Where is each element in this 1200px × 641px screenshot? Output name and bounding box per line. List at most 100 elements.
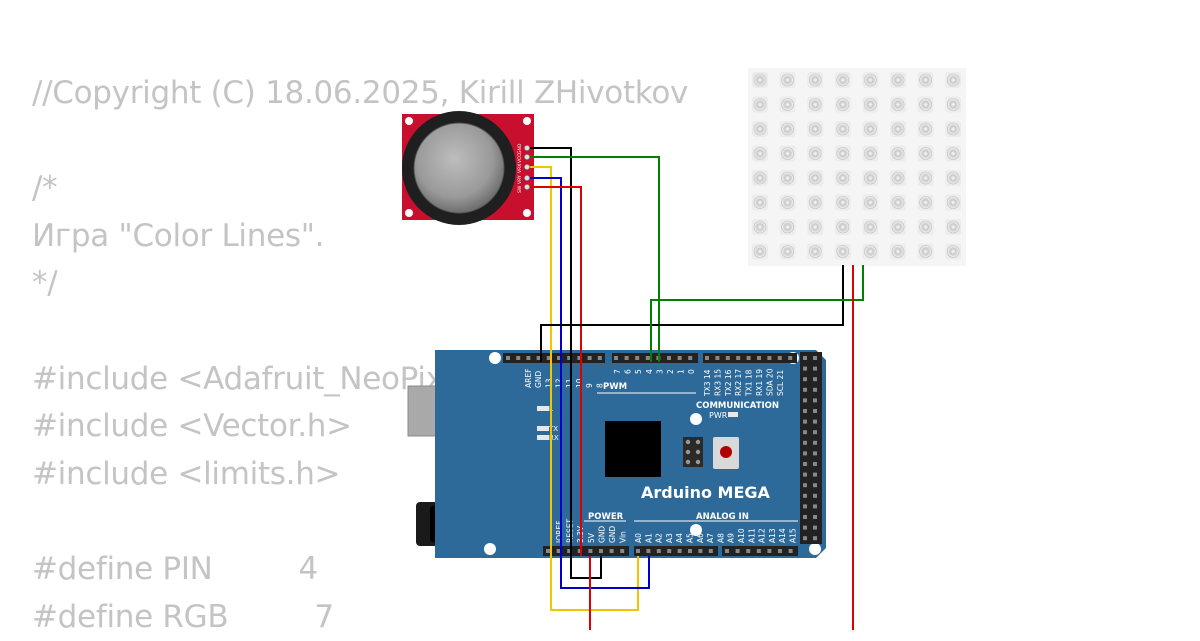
header-pin[interactable] (803, 409, 807, 413)
header-pin[interactable] (736, 356, 741, 360)
header-pin[interactable] (609, 549, 614, 553)
header-pin[interactable] (813, 409, 817, 413)
header-pin[interactable] (614, 356, 618, 360)
led-tx (537, 426, 549, 431)
header-pin[interactable] (708, 549, 713, 553)
header-pin[interactable] (803, 483, 807, 488)
header-pin[interactable] (715, 356, 720, 360)
header-pin[interactable] (813, 525, 817, 530)
joystick-pin[interactable] (524, 164, 530, 170)
header-pin[interactable] (813, 366, 817, 371)
header-pin[interactable] (813, 483, 817, 488)
header-pin[interactable] (546, 549, 550, 553)
header-pin[interactable] (767, 549, 772, 553)
header-pin[interactable] (803, 430, 807, 435)
header-pin[interactable] (597, 356, 602, 360)
header-pin[interactable] (803, 387, 807, 392)
header-pin[interactable] (757, 356, 761, 360)
header-pin[interactable] (813, 504, 817, 509)
header-pin[interactable] (803, 515, 807, 519)
header-pin[interactable] (803, 440, 807, 445)
header-pin[interactable] (788, 356, 793, 360)
header-pin[interactable] (577, 549, 582, 553)
header-pin[interactable] (698, 549, 703, 553)
header-pin[interactable] (536, 356, 541, 360)
header-pin[interactable] (506, 356, 510, 360)
header-pin[interactable] (557, 356, 561, 360)
header-pin[interactable] (813, 472, 817, 477)
header-pin[interactable] (567, 356, 572, 360)
header-pin[interactable] (677, 356, 682, 360)
header-pin[interactable] (646, 549, 651, 553)
header-pin[interactable] (587, 356, 592, 360)
reset-button-cap[interactable] (720, 446, 732, 458)
header-pin[interactable] (813, 536, 817, 541)
header-pin[interactable] (636, 549, 640, 553)
header-pin[interactable] (756, 549, 761, 553)
header-pin[interactable] (599, 549, 603, 553)
joystick-pin[interactable] (524, 175, 530, 181)
header-pin[interactable] (656, 549, 661, 553)
header-pin[interactable] (577, 356, 582, 360)
header-pin[interactable] (803, 472, 807, 477)
header-pin[interactable] (667, 356, 671, 360)
header-pin[interactable] (803, 398, 807, 403)
header-pin[interactable] (677, 549, 682, 553)
header-pin[interactable] (813, 493, 817, 498)
header-pin[interactable] (813, 419, 817, 424)
header-pin[interactable] (803, 419, 807, 424)
header-pin[interactable] (813, 398, 817, 403)
header-pin[interactable] (813, 451, 817, 456)
header-pin[interactable] (746, 356, 751, 360)
header-pin[interactable] (778, 549, 782, 553)
header-pin[interactable] (813, 377, 817, 382)
header-pin[interactable] (735, 549, 740, 553)
header-pin[interactable] (516, 356, 521, 360)
header-pin[interactable] (803, 493, 807, 498)
wire-joystick-vcc (530, 186, 582, 556)
header-pin[interactable] (725, 356, 730, 360)
header-pin[interactable] (725, 549, 729, 553)
wire-joystick-to-d5 (530, 156, 660, 362)
arduino-mega-board[interactable]: PWM COMMUNICATION PWR L TX RX Arduino ME… (407, 350, 826, 558)
wire-joystick-gnd (530, 147, 602, 579)
header-pin[interactable] (588, 549, 593, 553)
header-pin[interactable] (813, 430, 817, 435)
header-pin[interactable] (813, 440, 817, 445)
header-pin[interactable] (556, 549, 561, 553)
header-pin[interactable] (620, 549, 625, 553)
header-pin[interactable] (645, 356, 650, 360)
header-pin[interactable] (813, 515, 817, 519)
header-pin[interactable] (803, 536, 807, 541)
joystick-knob[interactable] (413, 122, 505, 214)
header-pin[interactable] (788, 549, 793, 553)
header-pin[interactable] (803, 451, 807, 456)
header-pin[interactable] (546, 356, 551, 360)
header-pin[interactable] (688, 356, 693, 360)
header-pin[interactable] (635, 356, 640, 360)
header-pin[interactable] (803, 525, 807, 530)
header-pin[interactable] (705, 356, 709, 360)
header-pin[interactable] (803, 462, 807, 466)
header-pin[interactable] (777, 356, 782, 360)
header-pin[interactable] (667, 549, 672, 553)
header-pin[interactable] (526, 356, 531, 360)
header-pin[interactable] (803, 504, 807, 509)
header-pin[interactable] (688, 549, 692, 553)
header-pin[interactable] (813, 387, 817, 392)
header-pin[interactable] (813, 462, 817, 466)
header-pin[interactable] (567, 549, 572, 553)
neopixel-matrix[interactable] (748, 68, 966, 266)
header-pin[interactable] (803, 377, 807, 382)
header-pin[interactable] (813, 356, 817, 360)
joystick-pin[interactable] (524, 184, 530, 190)
header-pin[interactable] (803, 366, 807, 371)
header-pin[interactable] (624, 356, 629, 360)
header-pin[interactable] (767, 356, 772, 360)
joystick-pin[interactable] (524, 154, 530, 160)
matrix-led (862, 121, 879, 137)
header-pin[interactable] (746, 549, 751, 553)
header-pin[interactable] (803, 356, 807, 360)
joystick-pin[interactable] (524, 145, 530, 151)
